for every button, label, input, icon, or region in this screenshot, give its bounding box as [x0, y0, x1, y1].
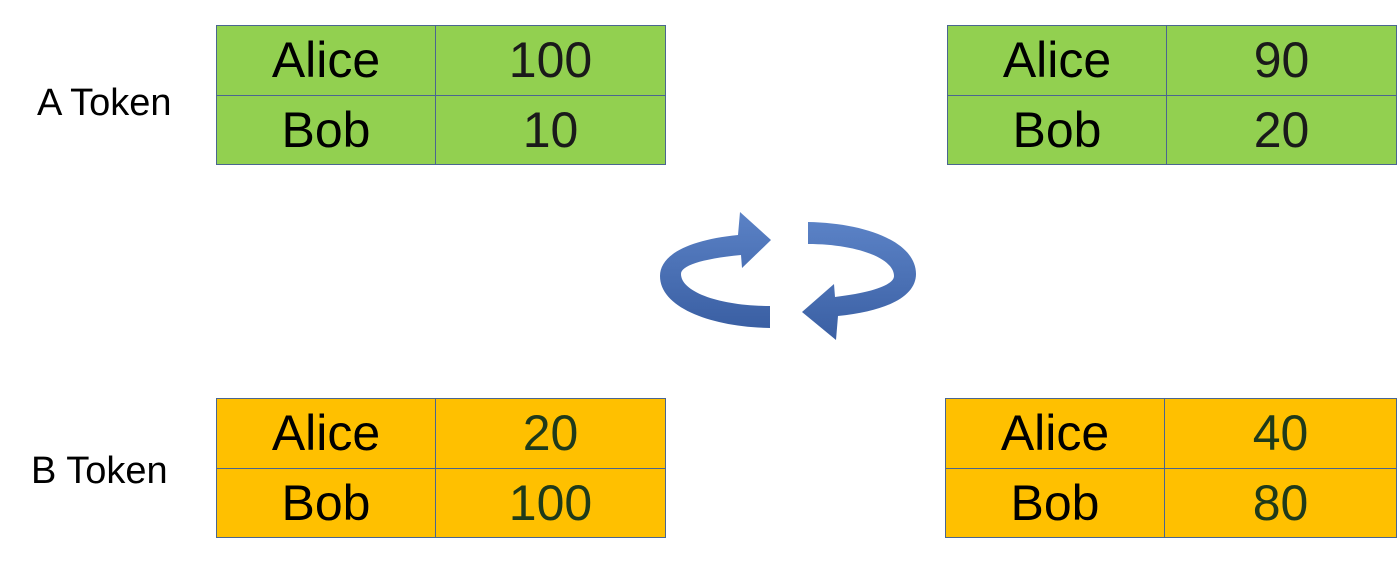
- holder-balance: 20: [435, 398, 666, 469]
- table-row: Alice 100: [216, 25, 666, 96]
- b-token-after-table: Alice 40 Bob 80: [945, 398, 1397, 538]
- holder-name: Bob: [947, 94, 1167, 165]
- holder-name: Alice: [945, 398, 1165, 469]
- table-row: Bob 100: [216, 467, 666, 538]
- table-row: Bob 10: [216, 94, 666, 165]
- b-token-before-table: Alice 20 Bob 100: [216, 398, 666, 538]
- holder-balance: 80: [1164, 467, 1397, 538]
- holder-name: Bob: [945, 467, 1165, 538]
- left-swap-arrow: [660, 212, 771, 328]
- holder-balance: 100: [435, 25, 666, 96]
- holder-balance: 100: [435, 467, 666, 538]
- holder-balance: 40: [1164, 398, 1397, 469]
- table-row: Bob 20: [947, 94, 1397, 165]
- a-token-label: A Token: [37, 82, 172, 124]
- holder-name: Alice: [216, 398, 436, 469]
- a-token-before-table: Alice 100 Bob 10: [216, 25, 666, 165]
- holder-name: Alice: [216, 25, 436, 96]
- holder-balance: 90: [1166, 25, 1397, 96]
- table-row: Alice 20: [216, 398, 666, 469]
- table-row: Bob 80: [945, 467, 1397, 538]
- circular-swap-arrows-icon: [660, 212, 916, 340]
- holder-name: Bob: [216, 94, 436, 165]
- holder-balance: 10: [435, 94, 666, 165]
- table-row: Alice 40: [945, 398, 1397, 469]
- b-token-label: B Token: [31, 450, 168, 492]
- holder-name: Alice: [947, 25, 1167, 96]
- a-token-after-table: Alice 90 Bob 20: [947, 25, 1397, 165]
- right-swap-arrow: [802, 222, 916, 340]
- table-row: Alice 90: [947, 25, 1397, 96]
- holder-balance: 20: [1166, 94, 1397, 165]
- holder-name: Bob: [216, 467, 436, 538]
